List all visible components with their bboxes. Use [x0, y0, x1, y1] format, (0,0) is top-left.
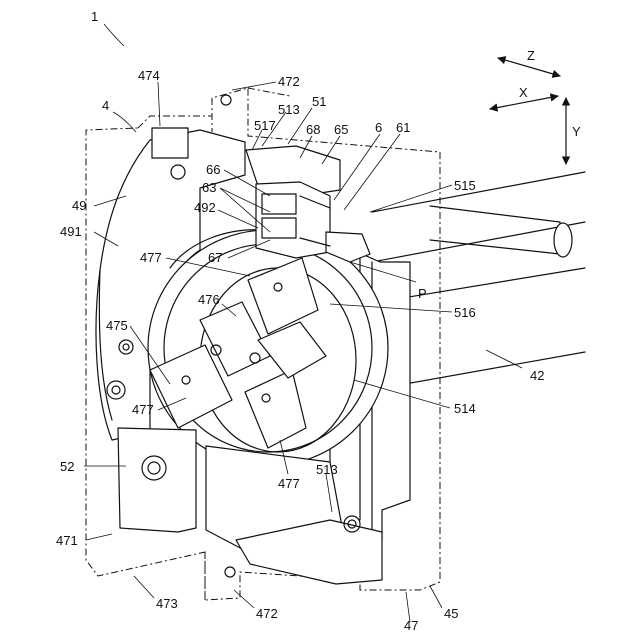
leader-471	[86, 534, 112, 540]
label-477-top: 477	[140, 250, 162, 265]
label-52: 52	[60, 459, 74, 474]
label-6: 6	[375, 120, 382, 135]
label-516: 516	[454, 305, 476, 320]
leader-473	[134, 576, 154, 598]
label-P: P	[418, 286, 427, 301]
label-47: 47	[404, 618, 418, 633]
sensor-window-63-lower	[262, 218, 296, 238]
leader-517	[252, 130, 262, 150]
leader-474	[158, 82, 160, 126]
label-68: 68	[306, 122, 320, 137]
label-472-top: 472	[278, 74, 300, 89]
label-66: 66	[206, 162, 220, 177]
leader-492	[218, 210, 258, 228]
label-49: 49	[72, 198, 86, 213]
label-491: 491	[60, 224, 82, 239]
leader-45	[430, 586, 442, 608]
label-63: 63	[202, 180, 216, 195]
label-42: 42	[530, 368, 544, 383]
label-492: 492	[194, 200, 216, 215]
rod-upper-edge	[372, 172, 585, 212]
tab-472-hole	[225, 567, 235, 577]
z-axis-label: Z	[527, 48, 535, 63]
label-475: 475	[106, 318, 128, 333]
label-513-top: 513	[278, 102, 300, 117]
label-471: 471	[56, 533, 78, 548]
sensor-unit-6	[246, 146, 370, 262]
label-514: 514	[454, 401, 476, 416]
label-477-left: 477	[132, 402, 154, 417]
label-65: 65	[334, 122, 348, 137]
x-axis-label: X	[519, 85, 528, 100]
label-45: 45	[444, 606, 458, 621]
label-1: 1	[91, 9, 98, 24]
label-4: 4	[102, 98, 109, 113]
rod-lower-edge	[372, 222, 585, 262]
leader-42	[486, 350, 522, 368]
shaft-end	[554, 223, 572, 257]
label-476: 476	[198, 292, 220, 307]
leader-472-bottom	[234, 590, 254, 608]
label-67: 67	[208, 250, 222, 265]
label-51: 51	[312, 94, 326, 109]
leader-1	[104, 24, 124, 46]
label-517: 517	[254, 118, 276, 133]
label-477-bottom: 477	[278, 476, 300, 491]
label-473: 473	[156, 596, 178, 611]
label-474: 474	[138, 68, 160, 83]
label-61: 61	[396, 120, 410, 135]
axis-indicator: Z X Y	[490, 48, 581, 164]
label-515: 515	[454, 178, 476, 193]
tab-472-top-hole	[221, 95, 231, 105]
label-513-bottom: 513	[316, 462, 338, 477]
label-472-bottom: 472	[256, 606, 278, 621]
bracket-474	[152, 128, 188, 158]
y-axis-label: Y	[572, 124, 581, 139]
